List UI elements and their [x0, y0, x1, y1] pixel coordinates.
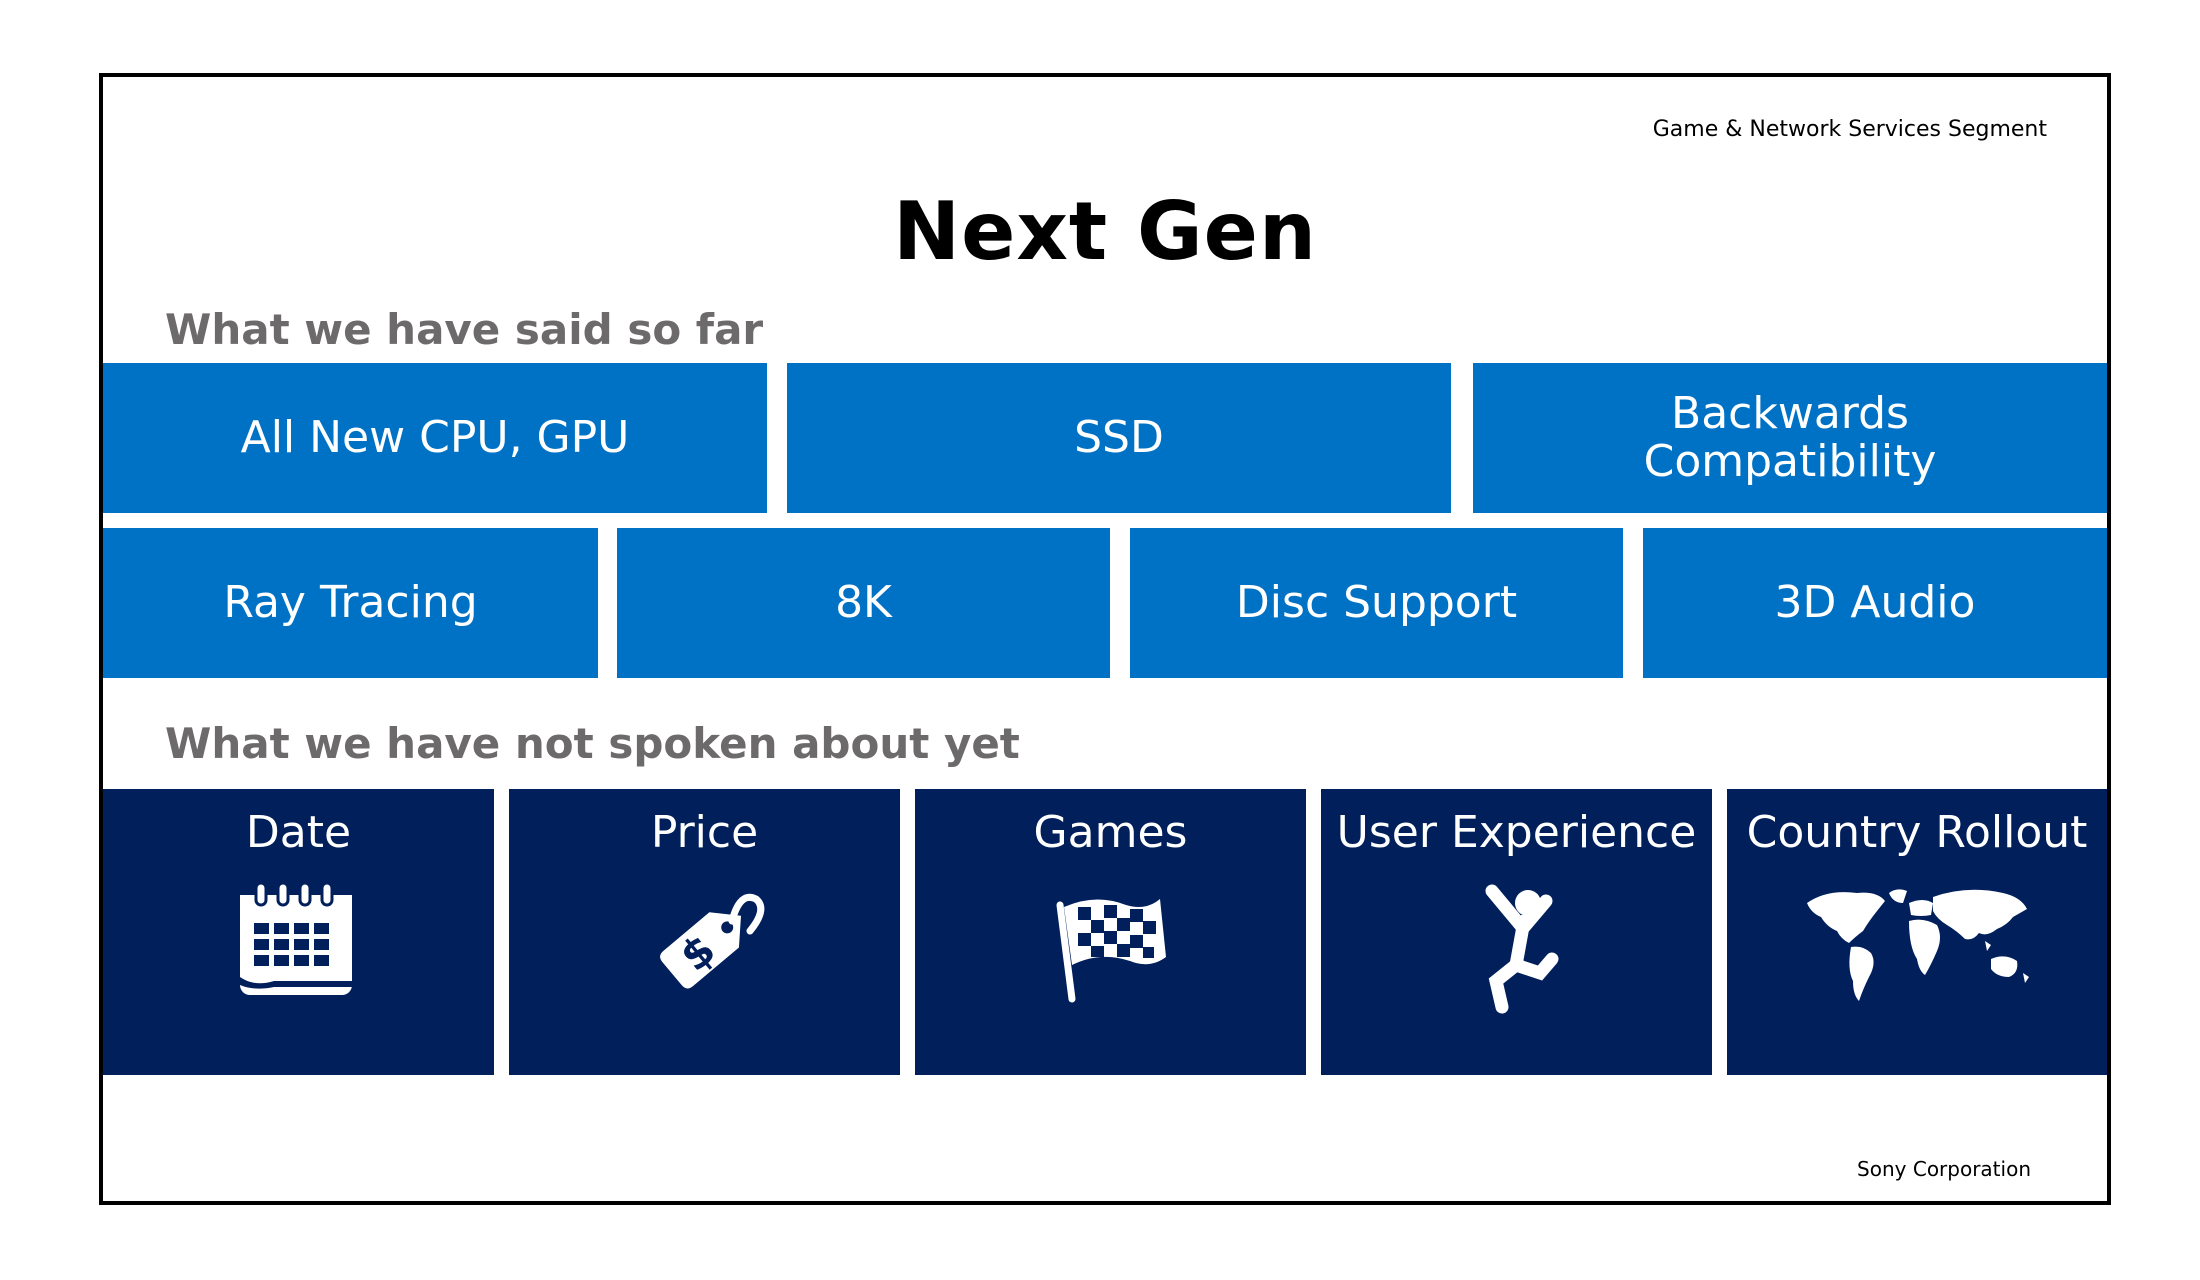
tile-ssd: SSD: [787, 363, 1451, 513]
segment-label: Game & Network Services Segment: [1652, 117, 2047, 142]
tile-date-label: Date: [245, 807, 352, 858]
tile-user-experience-label: User Experience: [1336, 807, 1697, 858]
tile-8k: 8K: [617, 528, 1110, 678]
checkered-flag-icon: [1046, 881, 1176, 1021]
tile-user-experience: User Experience: [1321, 789, 1712, 1075]
world-map-icon: [1797, 881, 2037, 1021]
footer-company: Sony Corporation: [1857, 1157, 2031, 1181]
tile-price: Price $: [509, 789, 900, 1075]
tile-country-rollout: Country Rollout: [1727, 789, 2107, 1075]
calendar-icon: [234, 881, 364, 1011]
tile-date: Date: [103, 789, 494, 1075]
tile-cpu-gpu: All New CPU, GPU: [103, 363, 767, 513]
tile-3d-audio: 3D Audio: [1643, 528, 2107, 678]
said-heading: What we have said so far: [165, 305, 764, 354]
tile-games: Games: [915, 789, 1306, 1075]
tile-price-label: Price: [650, 807, 759, 858]
not-said-heading: What we have not spoken about yet: [165, 719, 1020, 768]
slide-title: Next Gen: [893, 185, 1317, 278]
jumping-person-icon: [1452, 881, 1582, 1031]
tile-backwards-compatibility: Backwards Compatibility: [1473, 363, 2107, 513]
price-tag-icon: $: [640, 881, 770, 1021]
slide: Game & Network Services Segment Next Gen…: [99, 73, 2111, 1205]
tile-games-label: Games: [1033, 807, 1188, 858]
tile-disc-support: Disc Support: [1130, 528, 1623, 678]
tile-ray-tracing: Ray Tracing: [103, 528, 598, 678]
tile-country-rollout-label: Country Rollout: [1746, 807, 2088, 858]
tile-backwards-compatibility-label: Backwards Compatibility: [1643, 388, 1937, 487]
